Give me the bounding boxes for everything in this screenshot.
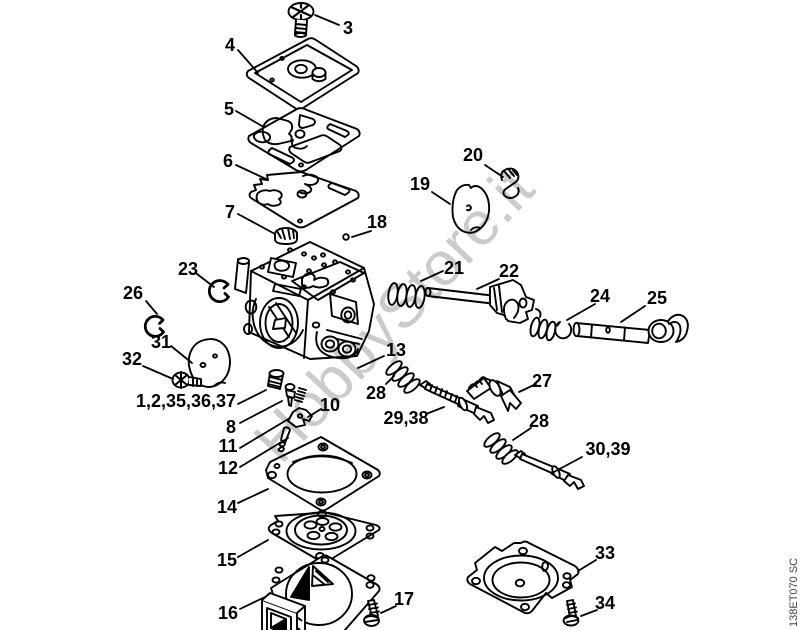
svg-text:138ET070 SC: 138ET070 SC bbox=[788, 558, 800, 627]
svg-text:21: 21 bbox=[444, 258, 464, 278]
svg-text:32: 32 bbox=[122, 349, 142, 369]
svg-text:4: 4 bbox=[225, 35, 235, 55]
svg-text:19: 19 bbox=[410, 174, 430, 194]
svg-text:22: 22 bbox=[499, 261, 519, 281]
svg-text:20: 20 bbox=[463, 145, 483, 165]
svg-text:17: 17 bbox=[394, 589, 414, 609]
svg-text:23: 23 bbox=[178, 259, 198, 279]
svg-text:28: 28 bbox=[529, 411, 549, 431]
svg-text:27: 27 bbox=[532, 371, 552, 391]
svg-text:18: 18 bbox=[367, 212, 387, 232]
svg-text:10: 10 bbox=[320, 395, 340, 415]
svg-text:26: 26 bbox=[123, 283, 143, 303]
svg-text:1,2,35,36,37: 1,2,35,36,37 bbox=[136, 391, 236, 411]
svg-text:31: 31 bbox=[151, 332, 171, 352]
svg-text:14: 14 bbox=[217, 497, 237, 517]
svg-text:33: 33 bbox=[595, 543, 615, 563]
svg-text:7: 7 bbox=[225, 202, 235, 222]
svg-text:5: 5 bbox=[224, 99, 234, 119]
svg-text:11: 11 bbox=[218, 436, 237, 456]
svg-text:12: 12 bbox=[218, 458, 238, 478]
svg-text:30,39: 30,39 bbox=[585, 439, 630, 459]
svg-text:29,38: 29,38 bbox=[383, 408, 428, 428]
svg-text:34: 34 bbox=[595, 593, 615, 613]
svg-text:3: 3 bbox=[343, 18, 353, 38]
svg-text:13: 13 bbox=[386, 340, 406, 360]
svg-text:25: 25 bbox=[647, 288, 667, 308]
svg-text:28: 28 bbox=[366, 383, 386, 403]
svg-text:15: 15 bbox=[217, 550, 237, 570]
svg-text:24: 24 bbox=[590, 286, 610, 306]
svg-text:6: 6 bbox=[223, 151, 233, 171]
svg-text:8: 8 bbox=[226, 417, 236, 437]
svg-text:16: 16 bbox=[218, 603, 238, 623]
